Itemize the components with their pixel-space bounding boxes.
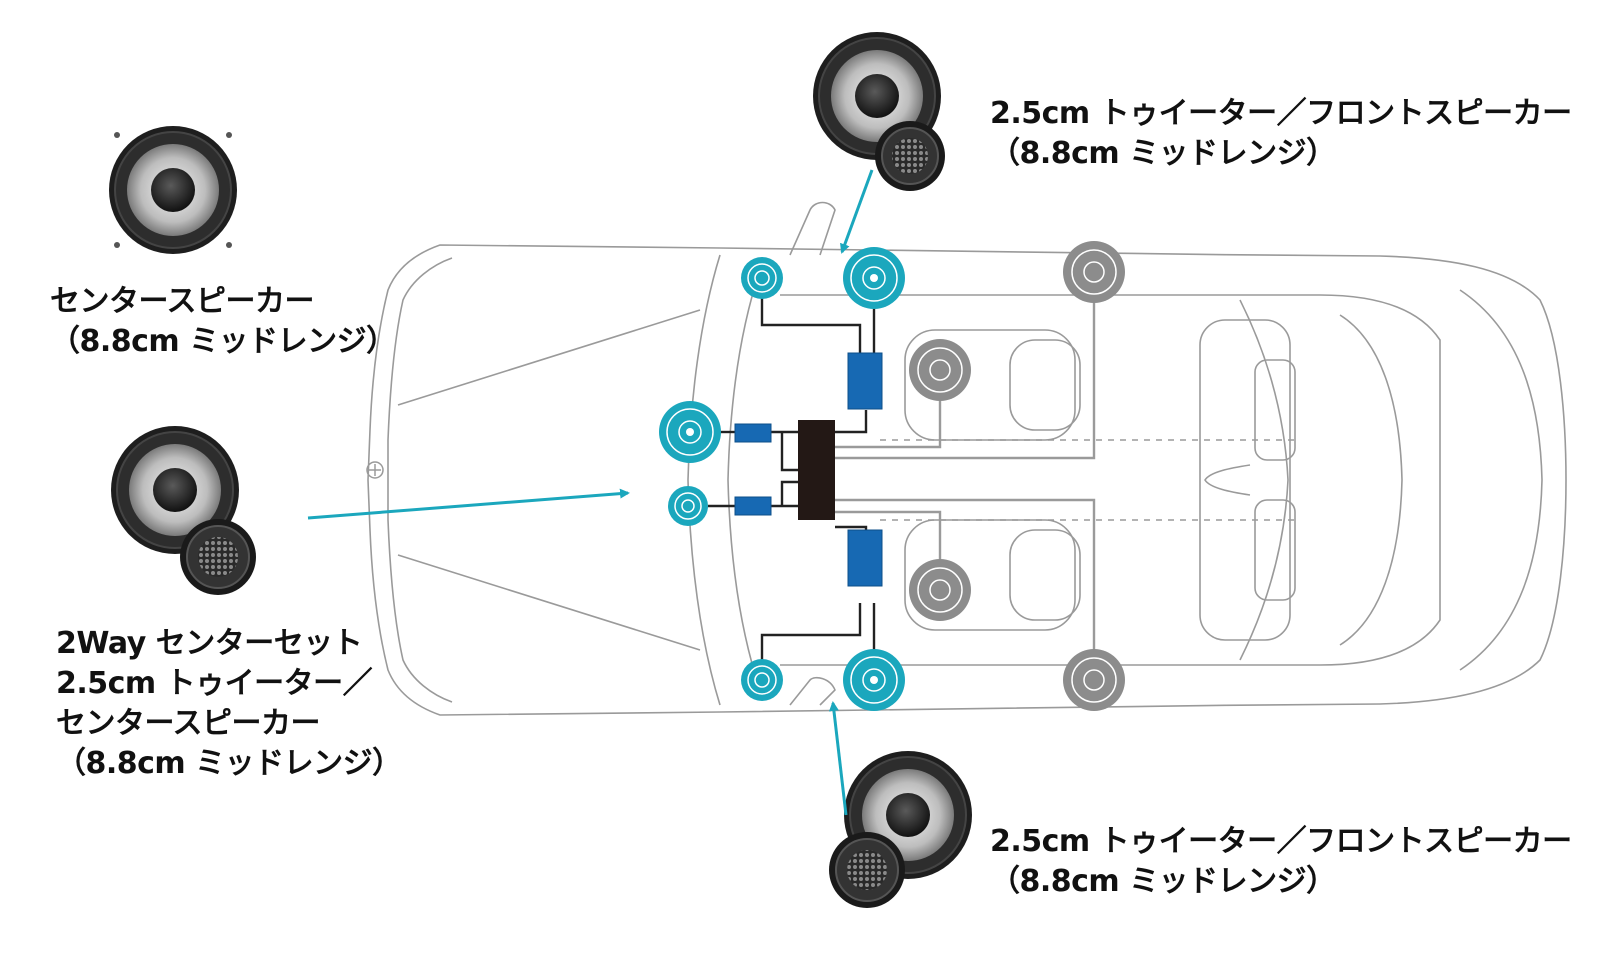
front-left-midrange — [843, 247, 905, 309]
rear-right-speaker — [1063, 649, 1125, 711]
network-box-front-left — [847, 352, 883, 410]
front-right-door-speaker — [909, 559, 971, 621]
arrow-to-front-right — [828, 701, 848, 816]
front-bottom-label: 2.5cm トゥイーター／フロントスピーカー （8.8cm ミッドレンジ） — [990, 822, 1572, 902]
tweeter-icon — [829, 832, 905, 908]
network-box-center-lower — [734, 496, 772, 516]
arrow-to-front-left — [840, 169, 874, 254]
front-bottom-spec: （8.8cm ミッドレンジ） — [990, 864, 1336, 899]
arrow-to-center — [307, 488, 630, 520]
hood-emblem-icon — [366, 461, 384, 479]
midrange-speaker-icon — [111, 426, 239, 554]
tweeter-icon — [180, 519, 256, 595]
two-way-center-tweeter: 2.5cm トゥイーター／ — [56, 666, 373, 701]
center-speaker-label: センタースピーカー （8.8cm ミッドレンジ） — [50, 282, 396, 362]
front-right-tweeter — [741, 659, 783, 701]
midrange-speaker-icon — [109, 126, 237, 254]
center-midrange — [659, 401, 721, 463]
front-top-title: 2.5cm トゥイーター／フロントスピーカー — [990, 96, 1572, 131]
network-box-center-upper — [734, 423, 772, 443]
rear-wiring — [835, 298, 1096, 660]
front-right-midrange — [843, 649, 905, 711]
two-way-center-label: 2Way センターセット 2.5cm トゥイーター／ センタースピーカー （8.… — [56, 624, 402, 784]
rear-left-speaker — [1063, 241, 1125, 303]
center-tweeter — [668, 486, 708, 526]
speaker-wiring — [708, 280, 876, 678]
car-outline — [367, 201, 1567, 716]
two-way-center-title: 2Way センターセット — [56, 626, 363, 661]
front-top-label: 2.5cm トゥイーター／フロントスピーカー （8.8cm ミッドレンジ） — [990, 94, 1572, 174]
front-top-spec: （8.8cm ミッドレンジ） — [990, 136, 1336, 171]
tweeter-icon — [875, 121, 945, 191]
two-way-center-spec: （8.8cm ミッドレンジ） — [56, 746, 402, 781]
dsp-amplifier-unit — [798, 420, 835, 520]
center-speaker-title: センタースピーカー — [50, 284, 314, 319]
two-way-center-speaker: センタースピーカー — [56, 706, 320, 741]
network-box-front-right — [847, 529, 883, 587]
front-bottom-title: 2.5cm トゥイーター／フロントスピーカー — [990, 824, 1572, 859]
front-left-door-speaker — [909, 339, 971, 401]
center-speaker-spec: （8.8cm ミッドレンジ） — [50, 324, 396, 359]
front-left-tweeter — [741, 257, 783, 299]
